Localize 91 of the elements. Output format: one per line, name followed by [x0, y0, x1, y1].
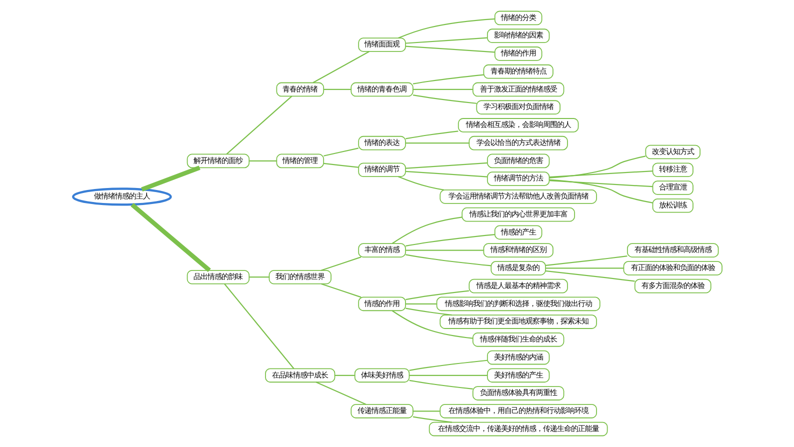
node-box: 在品味情感中成长 [264, 368, 335, 383]
node-box: 学会以恰当的方式表达情绪 [468, 136, 568, 150]
connector [248, 276, 269, 278]
node-box: 转移注意 [652, 162, 693, 178]
connector [323, 148, 358, 156]
connector [408, 380, 472, 390]
node-box: 学习积极面对负面情绪 [476, 100, 560, 114]
node-box: 影响情绪的因素 [486, 28, 550, 43]
node-box: 情感有助于我们更全面地观察事物，探索未知 [439, 314, 596, 329]
node-box: 放松训练 [652, 198, 693, 213]
connector [545, 270, 634, 282]
node-box: 青春期的情绪特点 [482, 64, 553, 79]
connector [320, 256, 361, 271]
node-box: 有基础性情感和高级情感 [626, 243, 718, 258]
node-box: 情感伴随我们生命的成长 [472, 332, 564, 347]
connector [224, 284, 294, 369]
connector [405, 37, 487, 44]
node-box: 体味美好情感 [354, 368, 410, 383]
connector [548, 179, 652, 204]
connector [405, 162, 487, 169]
connector [412, 94, 476, 104]
connector [391, 310, 472, 339]
connector [405, 250, 483, 251]
node-box: 情感影响我们的判断和选择，驱使我们做出行动 [436, 296, 600, 312]
connector [405, 303, 436, 304]
node-box: 善于激发正面的情绪感受 [472, 82, 564, 97]
connector [405, 170, 487, 178]
node-box: 有正面的体验和负面的体验 [622, 261, 722, 276]
node-box: 情感让我们的内心世界更加丰富 [461, 207, 575, 222]
connector [226, 96, 292, 154]
connector [405, 254, 491, 266]
node-box: 情感的产生 [494, 225, 542, 240]
connector [405, 308, 452, 316]
connector [334, 374, 354, 376]
node-box: 传递情感正能量 [350, 404, 413, 418]
node-box: 情绪的管理 [276, 154, 324, 168]
node-box: 情绪会相互感染，会影响周围的人 [457, 118, 578, 132]
connector [315, 382, 366, 405]
node-box: 在情感交流中，传递美好的情感，传递生命的正能量 [428, 422, 608, 436]
node-box: 解开情绪的面纱 [186, 154, 250, 168]
connector [130, 202, 210, 272]
connector [405, 130, 458, 140]
node-box: 负面情绪的危害 [486, 154, 550, 168]
connector [405, 290, 469, 300]
node-box: 美好情感的产生 [486, 368, 550, 383]
node-box: 负面情感体验具有两重性 [472, 386, 564, 400]
connector [398, 18, 494, 39]
connector [320, 283, 361, 298]
connector [405, 234, 494, 247]
connector [412, 88, 472, 90]
connector [412, 410, 440, 412]
node-box: 情感和情绪的区别 [482, 243, 553, 258]
node-box: 学会运用情绪调节方法帮助他人改善负面情绪 [439, 190, 596, 204]
node-box: 情绪的分类 [494, 10, 542, 26]
node-box: 青春的情绪 [276, 82, 324, 97]
connector [323, 88, 350, 90]
node-box: 美好情感的内涵 [486, 350, 550, 365]
node-box: 情绪的表达 [358, 136, 406, 150]
connector [248, 160, 276, 162]
node-box: 改变认知方式 [644, 144, 700, 160]
node-box: 情绪的作用 [494, 46, 542, 61]
node-ellipse: 做情绪情感的主人 [72, 188, 172, 206]
node-box: 有多方面混杂的体验 [634, 278, 711, 294]
connector [391, 216, 462, 244]
connector [548, 170, 652, 178]
node-box: 我们的情感世界 [268, 270, 331, 284]
node-box: 情绪的青春色调 [350, 82, 413, 97]
node-box: 丰富的情感 [358, 243, 406, 258]
connector [312, 50, 370, 84]
node-box: 情绪调节的方法 [486, 172, 550, 186]
connector [545, 256, 627, 266]
node-box: 情绪的调节 [358, 162, 406, 178]
connector [408, 374, 487, 376]
node-box: 合理宣泄 [652, 180, 693, 195]
connector [323, 162, 358, 168]
connector [412, 416, 452, 423]
connector [405, 46, 494, 53]
node-box: 情感的作用 [358, 296, 406, 312]
node-box: 情绪面面观 [358, 38, 406, 52]
node-box: 在情感体验中，用自己的热情和行动影响环境 [439, 404, 596, 418]
connector [408, 360, 487, 371]
node-box: 品出情感的韵味 [186, 270, 250, 284]
connector [412, 74, 484, 84]
connector [140, 166, 200, 192]
connector [548, 156, 646, 178]
connector [398, 176, 444, 191]
node-box: 情感是人最基本的精神需求 [468, 278, 568, 294]
connector [405, 142, 469, 144]
connector [548, 180, 652, 188]
connector [545, 268, 624, 269]
node-box: 情感是复杂的 [490, 261, 546, 276]
